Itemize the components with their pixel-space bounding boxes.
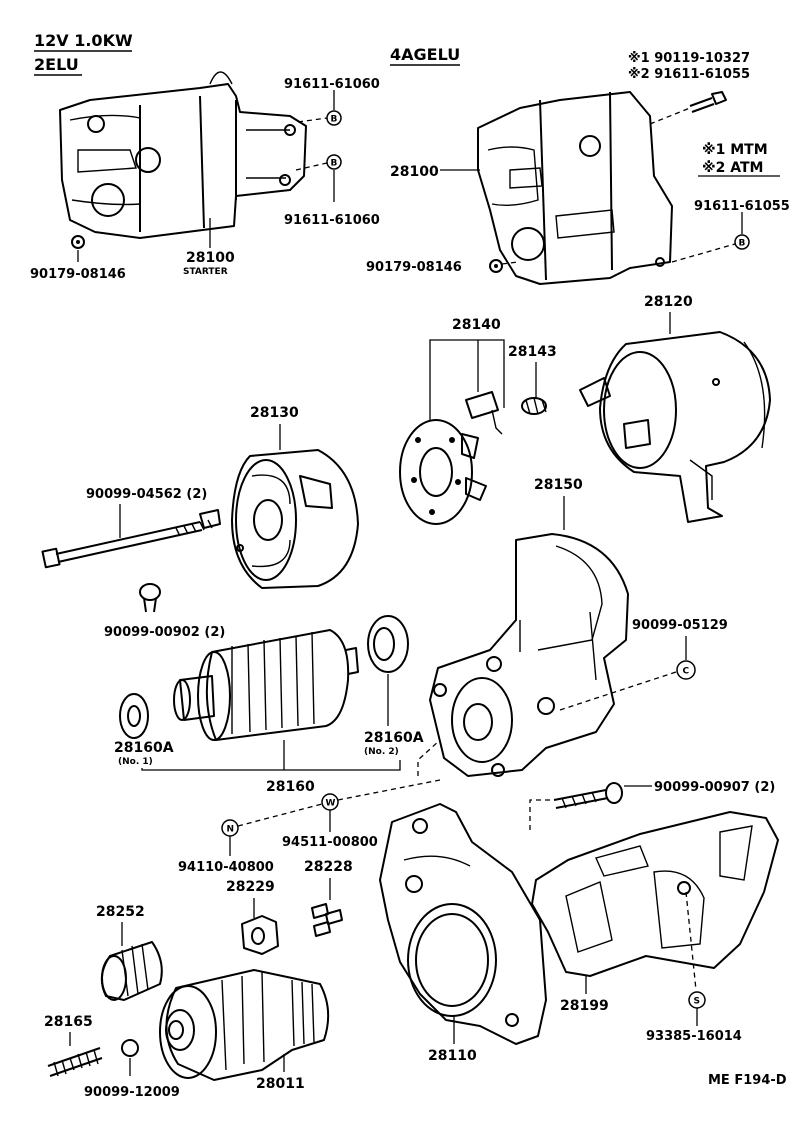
label-28100-2elu: 28100 <box>186 250 235 266</box>
label-28110: 28110 <box>428 1048 477 1064</box>
label-28228: 28228 <box>304 859 353 875</box>
label-28011: 28011 <box>256 1076 305 1092</box>
svg-text:W: W <box>326 799 336 809</box>
svg-text:S: S <box>694 997 700 1007</box>
armature-28160 <box>173 629 359 741</box>
label-28165: 28165 <box>44 1014 93 1030</box>
label-90099-00907: 90099-00907 (2) <box>654 780 775 795</box>
label-28150: 28150 <box>534 477 583 493</box>
brush-spring-28143-icon <box>521 397 547 415</box>
label-91611-61060-top: 91611-61060 <box>284 77 380 92</box>
compression-spring-28165-icon <box>47 1047 103 1077</box>
idle-gear-28252 <box>100 941 163 1001</box>
marker-b-3: B <box>734 234 750 250</box>
label-no2: (No. 2) <box>364 747 399 757</box>
label-90099-00902: 90099-00902 (2) <box>104 625 225 640</box>
marker-n: N <box>221 819 239 837</box>
note-atm-bolt: ※2 91611-61055 <box>628 67 750 82</box>
cover-28199 <box>531 811 779 977</box>
label-28160a-no2: 28160A <box>364 730 424 746</box>
bolt-90119-10327-icon <box>689 91 727 113</box>
label-91611-61055: 91611-61055 <box>694 199 790 214</box>
starter-clutch-28011 <box>159 969 330 1081</box>
bolt-90099-00907-icon <box>553 782 623 809</box>
marker-w: W <box>321 793 339 811</box>
label-28100-4agelu: 28100 <box>390 164 439 180</box>
note-mtm-bolt: ※1 90119-10327 <box>628 51 750 66</box>
label-94511-00800: 94511-00800 <box>282 835 378 850</box>
label-28143: 28143 <box>508 344 557 360</box>
svg-text:B: B <box>331 159 338 169</box>
svg-text:N: N <box>227 825 235 835</box>
label-28229: 28229 <box>226 879 275 895</box>
label-28120: 28120 <box>644 294 693 310</box>
starter-assembly-2elu <box>59 71 307 239</box>
marker-b-2: B <box>326 154 342 170</box>
label-28160a-no1: 28160A <box>114 740 174 756</box>
label-28140: 28140 <box>452 317 501 333</box>
label-93385-16014: 93385-16014 <box>646 1029 742 1044</box>
svg-text:B: B <box>331 115 338 125</box>
bearing-28160a-no1-icon <box>119 693 149 739</box>
steel-ball-90099-12009-icon <box>121 1039 139 1057</box>
label-starter: STARTER <box>183 267 228 277</box>
svg-text:B: B <box>739 239 746 249</box>
legend-atm: ※2 ATM <box>702 160 763 176</box>
label-90099-04562: 90099-04562 (2) <box>86 487 207 502</box>
label-91611-61060-bottom: 91611-61060 <box>284 213 380 228</box>
label-28160: 28160 <box>266 779 315 795</box>
label-90179-08146-b: 90179-08146 <box>366 260 462 275</box>
field-frame-28120 <box>579 331 771 523</box>
drive-housing-28110 <box>379 803 547 1045</box>
spec-header: 12V 1.0KW <box>34 31 133 50</box>
label-28252: 28252 <box>96 904 145 920</box>
through-bolt-90099-04562-icon <box>41 509 221 569</box>
engine-4agelu-header: 4AGELU <box>390 45 460 64</box>
spring-clip-28140 <box>465 391 503 435</box>
label-28199: 28199 <box>560 998 609 1014</box>
legend-mtm: ※1 MTM <box>702 142 768 158</box>
label-no1: (No. 1) <box>118 757 153 767</box>
nut-90179-08146-b-icon <box>489 259 503 273</box>
label-90099-05129: 90099-05129 <box>632 618 728 633</box>
motor-housing-28150 <box>429 533 629 777</box>
label-90099-12009: 90099-12009 <box>84 1085 180 1100</box>
svg-text:C: C <box>683 667 690 677</box>
retainer-28229-icon <box>241 915 279 955</box>
engine-2elu-header: 2ELU <box>34 55 79 74</box>
label-90179-08146-a: 90179-08146 <box>30 267 126 282</box>
end-frame-28130 <box>231 449 359 589</box>
marker-b-1: B <box>326 110 342 126</box>
steel-balls-28228-icon <box>311 903 343 937</box>
marker-s: S <box>688 991 706 1009</box>
figure-code: ME F194-D <box>708 1073 787 1088</box>
label-94110-40800: 94110-40800 <box>178 860 274 875</box>
screw-90099-00902-icon <box>139 583 161 613</box>
starter-assembly-4agelu <box>477 91 673 285</box>
bearing-28160a-no2-icon <box>367 615 409 673</box>
brush-holder-plate-28140 <box>399 419 487 525</box>
marker-c: C <box>676 660 696 680</box>
nut-90179-08146-a-icon <box>71 235 85 249</box>
label-28130: 28130 <box>250 405 299 421</box>
